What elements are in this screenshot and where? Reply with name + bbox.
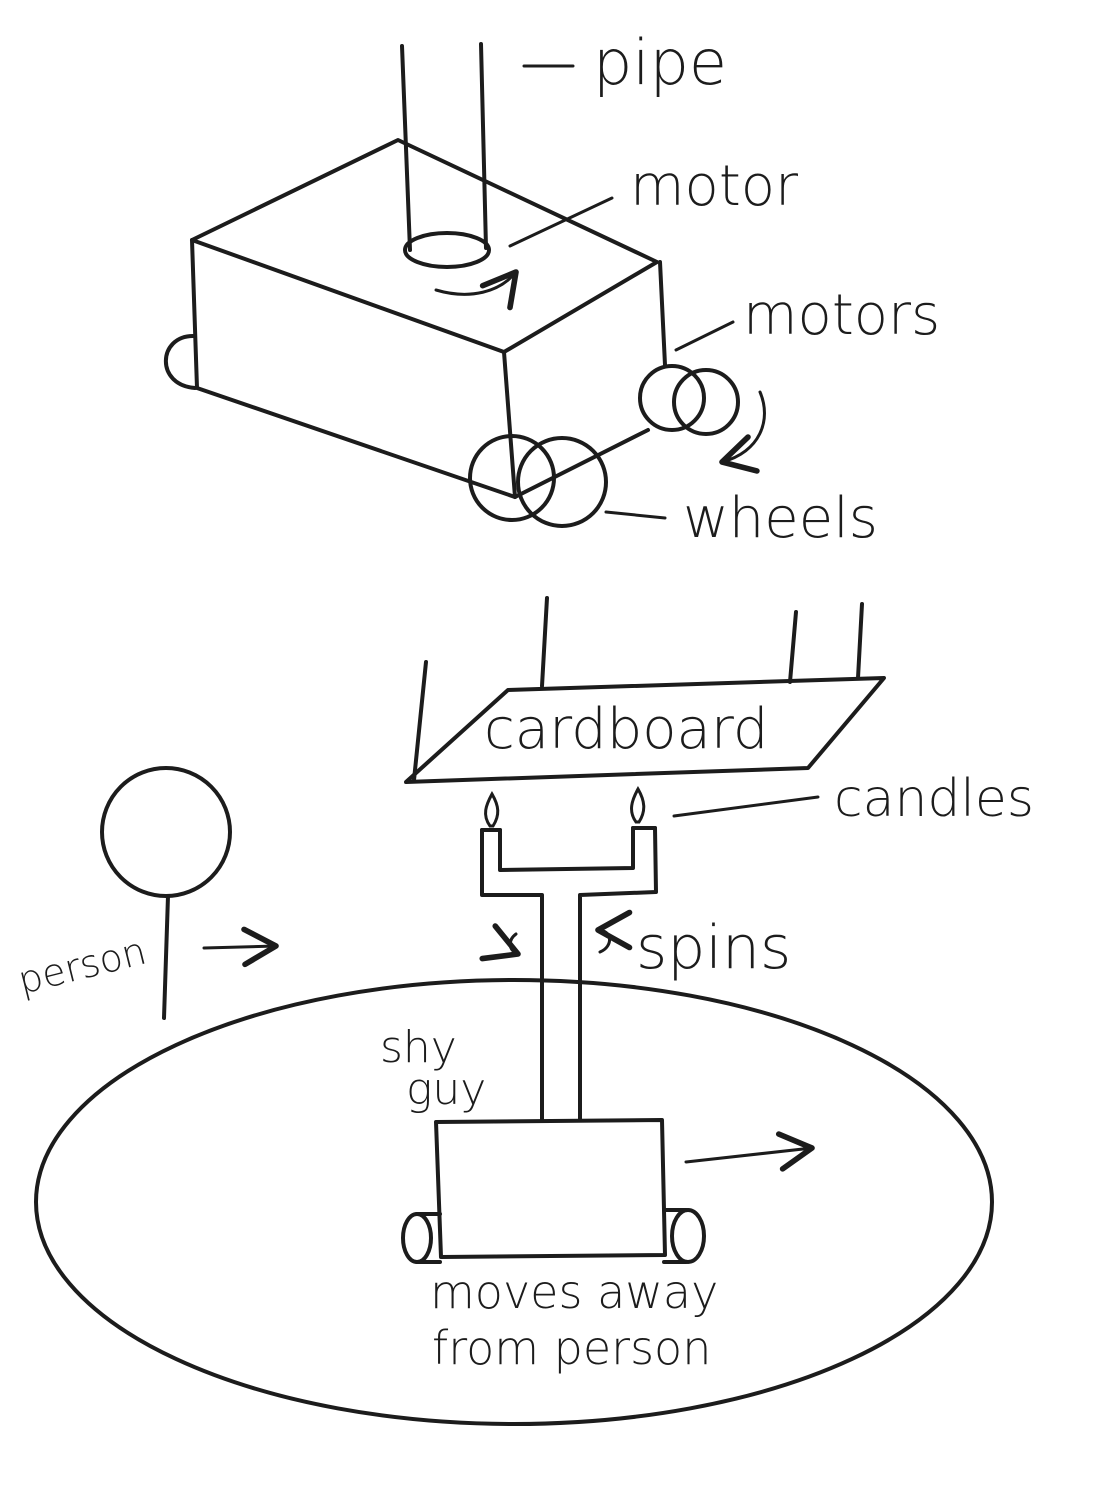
- shy-guy-label-line2: guy: [406, 1064, 486, 1115]
- box-front-edge: [502, 350, 517, 499]
- candles-label: candles: [834, 769, 1034, 829]
- spins-label: spins: [636, 913, 791, 983]
- string-4: [856, 602, 864, 680]
- robot-left-axle: [415, 1212, 442, 1264]
- pipe-right-side: [479, 42, 488, 250]
- box-top-face: [190, 138, 659, 354]
- pipe-left-side: [400, 44, 412, 252]
- person-body: [162, 894, 170, 1020]
- moves-away-label-line1: moves away: [430, 1265, 718, 1319]
- motor-label: motor: [630, 154, 798, 219]
- rear-wheel: [163, 334, 197, 390]
- pipe-base-ellipse: [403, 231, 491, 269]
- string-2: [540, 596, 549, 688]
- motors-label: motors: [743, 283, 940, 348]
- motors-leader: [674, 320, 735, 352]
- wheels-leader: [604, 510, 667, 520]
- spin-arrow-right: [595, 909, 633, 954]
- robot-body: [434, 1118, 667, 1259]
- side-wheel-inner: [672, 368, 740, 436]
- front-wheel-inner: [516, 436, 608, 528]
- string-3: [788, 610, 798, 684]
- robot-right-axle: [662, 1208, 688, 1264]
- pipe-label: pipe: [593, 26, 727, 99]
- scene-drawing: [34, 596, 994, 1426]
- cardboard-label: cardboard: [484, 697, 768, 762]
- person-head: [100, 766, 232, 898]
- spin-arrow-left: [479, 923, 521, 962]
- shy-guy-label-line1: shy: [380, 1022, 457, 1073]
- candle-holder: [480, 826, 658, 1122]
- box-left-face: [190, 238, 517, 499]
- axle: [513, 428, 650, 499]
- person-walk-arrow: [202, 926, 279, 968]
- robot-base-drawing: [163, 42, 766, 528]
- candles-leader: [672, 795, 820, 818]
- front-wheel-outer: [468, 434, 556, 522]
- move-away-arrow: [684, 1131, 815, 1172]
- string-1: [412, 660, 428, 782]
- pipe-rotation-arrow: [434, 269, 519, 311]
- wheel-rotation-arrow: [719, 390, 766, 474]
- moves-away-label-line2: from person: [432, 1321, 711, 1375]
- left-candle-flame-icon: [484, 790, 500, 828]
- robot-right-wheel: [670, 1208, 706, 1264]
- robot-left-wheel: [401, 1212, 433, 1264]
- right-candle-flame-icon: [630, 785, 646, 824]
- person-label: person: [14, 929, 151, 1003]
- wheels-label: wheels: [683, 486, 878, 551]
- box-right-edge: [658, 260, 667, 367]
- motor-leader: [508, 196, 614, 248]
- cardboard-sheet: [404, 676, 886, 784]
- side-wheel-outer: [638, 364, 706, 432]
- floor-ellipse: [34, 978, 994, 1426]
